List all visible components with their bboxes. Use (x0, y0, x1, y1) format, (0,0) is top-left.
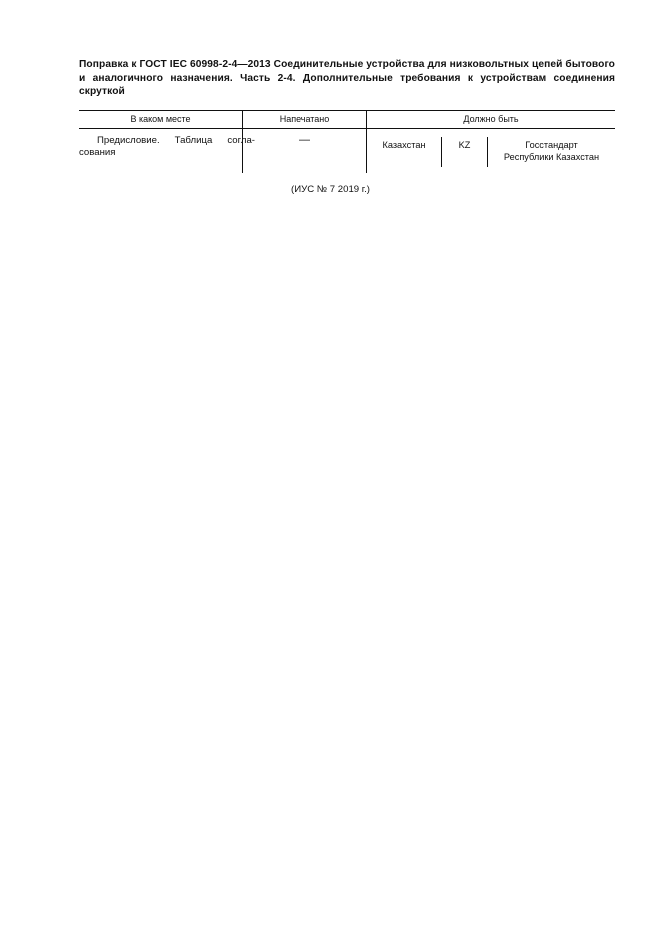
header-place: В каком месте (130, 114, 191, 124)
row-place: Предисловие. Таблица согла-сования (79, 135, 255, 158)
row-country-code: KZ (458, 140, 471, 150)
row-country: Казахстан (382, 140, 426, 150)
column-divider-country (441, 137, 442, 167)
page-title: Поправка к ГОСТ IEC 60998-2-4—2013 Соеди… (79, 59, 615, 97)
row-authority-line2: Республики Казахстан (503, 152, 600, 162)
source-footnote: (ИУС № 7 2019 г.) (291, 184, 370, 195)
header-should-be: Должно быть (463, 114, 519, 124)
column-divider-code (487, 137, 488, 167)
row-printed: — (299, 134, 310, 146)
column-divider-printed (366, 110, 367, 173)
amendment-table: В каком месте Напечатано Должно быть Пре… (79, 110, 615, 173)
header-printed: Напечатано (279, 114, 330, 124)
column-divider-place (242, 110, 243, 173)
table-top-rule (79, 110, 615, 111)
row-authority-line1: Госстандарт (525, 140, 578, 150)
table-header-rule (79, 128, 615, 129)
